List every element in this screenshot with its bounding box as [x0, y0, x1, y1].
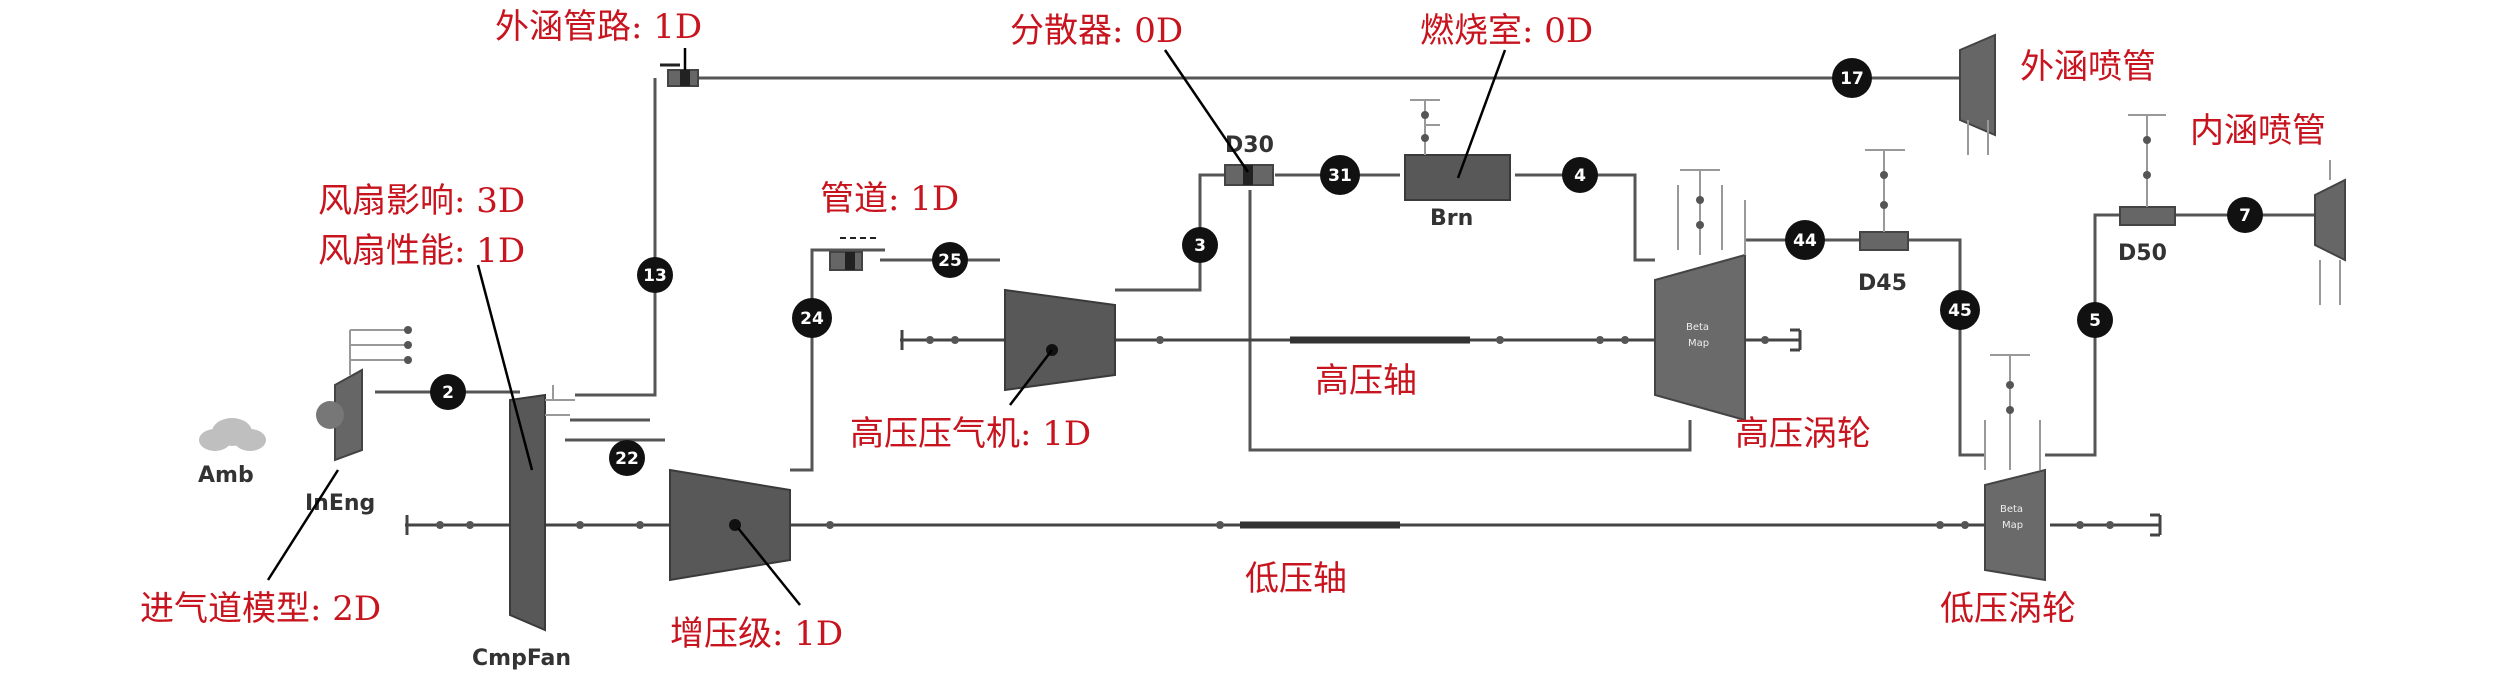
cooling-bleed-line [1248, 190, 1692, 452]
annotations: 外涵管路: 1D 分散器: 0D 燃烧室: 0D 外涵喷管 内涵喷管 风扇影响:… [140, 7, 2326, 654]
d30-label: D30 [1225, 133, 1274, 158]
anno-bypass-nozzle: 外涵喷管 [2020, 47, 2156, 87]
leader-lines [266, 48, 1507, 606]
ineng-component: InEng [305, 326, 412, 516]
station-17: 17 [1832, 58, 1872, 98]
svg-text:2: 2 [442, 383, 454, 403]
hp-shaft-right-cap [1790, 328, 1802, 352]
cmpfan-label: CmpFan [472, 646, 571, 671]
brn-label: Brn [1430, 206, 1473, 231]
anno-hpt: 高压涡轮 [1735, 414, 1871, 454]
hpt-beta-label: Beta [1686, 322, 1709, 333]
lp-shaft-right-cap [2150, 513, 2162, 537]
booster-to-hpc-line [790, 248, 885, 472]
cmpfan-component: CmpFan [472, 385, 575, 671]
leader-fan [476, 264, 534, 471]
anno-hp-shaft: 高压轴 [1315, 361, 1417, 401]
lpt-component: Beta Map [1984, 354, 2046, 582]
station-45: 45 [1940, 290, 1980, 330]
bypass-duct-component [660, 63, 699, 87]
svg-text:25: 25 [938, 251, 962, 271]
inlet-sensor-taps [349, 326, 412, 375]
d45-component: D45 [1858, 149, 1909, 296]
station-4: 4 [1562, 157, 1598, 193]
d30-component: D30 [1224, 133, 1274, 186]
brn-component: Brn [1404, 99, 1511, 231]
leader-combustor [1456, 49, 1507, 179]
station-24: 24 [792, 298, 832, 338]
shafts [405, 328, 2162, 537]
lpt-map-label: Map [2002, 520, 2023, 531]
lpt-to-d50-line [2045, 213, 2125, 457]
booster-component [669, 468, 791, 582]
bypass-nozzle-component [1959, 33, 1996, 155]
station-5: 5 [2077, 302, 2113, 338]
svg-text:17: 17 [1840, 69, 1864, 89]
leader-inlet [266, 469, 340, 581]
anno-core-nozzle: 内涵喷管 [2190, 111, 2326, 151]
station-44: 44 [1785, 220, 1825, 260]
station-markers: 2 13 17 22 24 25 3 31 [430, 58, 2263, 476]
d45-to-lpt-line [1905, 238, 1985, 457]
anno-lp-shaft: 低压轴 [1245, 559, 1347, 599]
amb-label: Amb [198, 463, 254, 488]
anno-duct: 管道: 1D [820, 179, 959, 219]
d45-label: D45 [1858, 271, 1907, 296]
leader-diffuser [1163, 49, 1250, 173]
d50-label: D50 [2118, 241, 2167, 266]
core-nozzle-component [2314, 160, 2346, 305]
hp-shaft-left-cap [900, 330, 915, 350]
svg-text:5: 5 [2089, 311, 2101, 331]
anno-inlet-model: 进气道模型: 2D [140, 589, 381, 629]
lp-shaft-left-cap [405, 515, 420, 535]
svg-text:31: 31 [1328, 166, 1352, 186]
hpc-component [1004, 288, 1116, 392]
d50-component: D50 [2118, 114, 2176, 266]
svg-text:7: 7 [2239, 206, 2251, 226]
duct-component [829, 237, 880, 271]
station-22: 22 [609, 440, 645, 476]
svg-text:13: 13 [643, 266, 667, 286]
hpt-map-label: Map [1688, 338, 1709, 349]
station-2: 2 [430, 374, 466, 410]
station-3: 3 [1182, 227, 1218, 263]
anno-bypass-duct: 外涵管路: 1D [495, 7, 702, 47]
svg-text:4: 4 [1574, 166, 1586, 186]
anno-fan-perf: 风扇性能: 1D [318, 231, 525, 271]
anno-lpt: 低压涡轮 [1940, 589, 2076, 629]
amb-component: Amb [198, 418, 266, 488]
anno-booster: 增压级: 1D [670, 614, 843, 654]
anno-hpc: 高压压气机: 1D [850, 414, 1091, 454]
lpt-beta-label: Beta [2000, 504, 2023, 515]
anno-combustor: 燃烧室: 0D [1420, 11, 1593, 51]
hpt-component: Beta Map [1654, 169, 1746, 422]
station-31: 31 [1320, 155, 1360, 195]
station-13: 13 [637, 257, 673, 293]
bypass-duct-riser [575, 78, 657, 397]
leader-booster [737, 527, 801, 606]
station-25: 25 [932, 242, 968, 278]
leader-hpc [1009, 349, 1053, 406]
svg-text:24: 24 [800, 309, 824, 329]
svg-text:44: 44 [1793, 231, 1817, 251]
svg-text:22: 22 [615, 449, 639, 469]
anno-diffuser: 分散器: 0D [1010, 11, 1183, 51]
svg-text:45: 45 [1948, 301, 1972, 321]
anno-fan-effect: 风扇影响: 3D [318, 181, 525, 221]
station-7: 7 [2227, 197, 2263, 233]
svg-text:3: 3 [1194, 236, 1206, 256]
shaft-beads [436, 336, 2114, 529]
